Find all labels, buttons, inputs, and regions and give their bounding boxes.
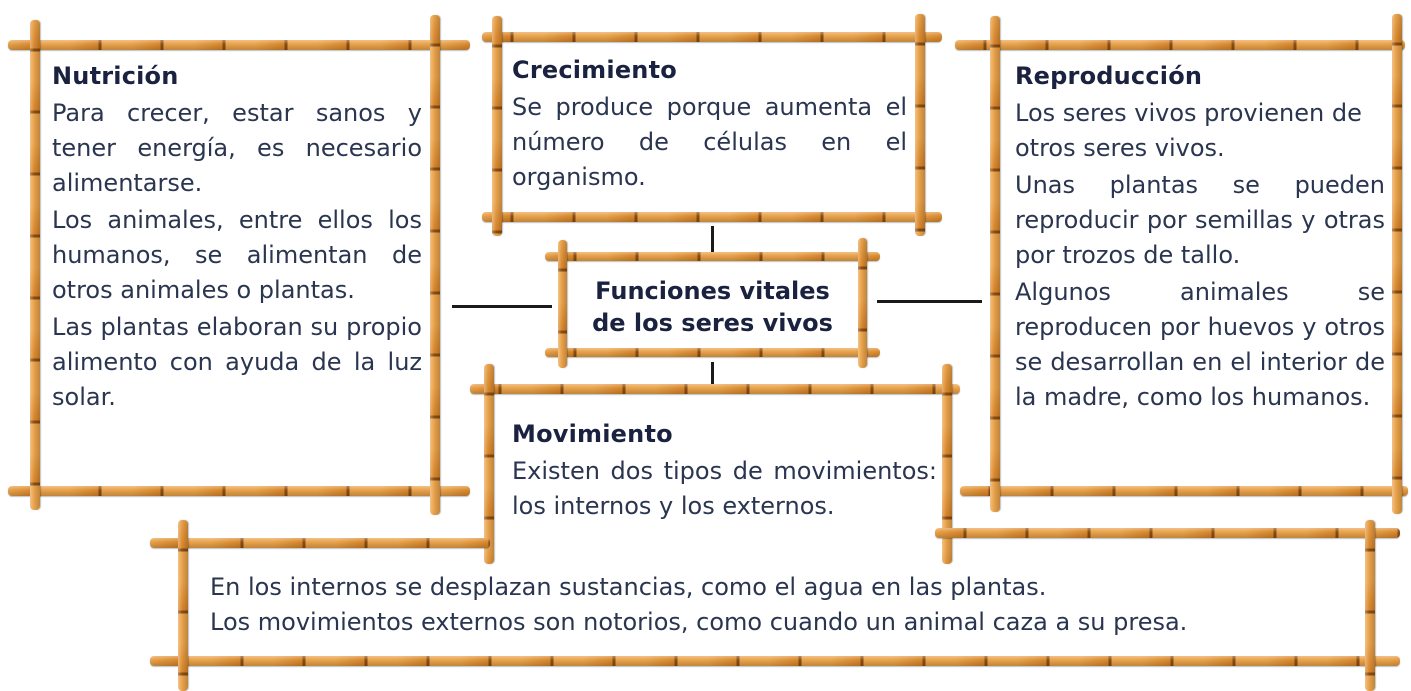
bamboo-bottom bbox=[150, 656, 1400, 666]
bamboo-top bbox=[8, 40, 470, 50]
bamboo-top bbox=[955, 40, 1405, 50]
reproduccion-title: Reproducción bbox=[1015, 62, 1203, 90]
nutricion-title: Nutrición bbox=[52, 62, 179, 90]
nutricion-box: Nutrición Para crecer, estar sanos y ten… bbox=[52, 62, 422, 417]
movimiento-title: Movimiento bbox=[512, 420, 673, 448]
center-title-line-2: de los seres vivos bbox=[592, 309, 833, 337]
bamboo-left bbox=[30, 20, 40, 510]
bamboo-right bbox=[858, 238, 867, 368]
bamboo-left bbox=[178, 520, 188, 691]
center-box: Funciones vitales de los seres vivos bbox=[570, 275, 855, 339]
connector-top bbox=[711, 226, 714, 256]
bamboo-top bbox=[470, 384, 960, 394]
bamboo-top-left bbox=[150, 538, 490, 548]
bamboo-bottom bbox=[960, 486, 1408, 496]
center-title-line-1: Funciones vitales bbox=[595, 277, 830, 305]
movimiento-paragraph-1: Existen dos tipos de movimientos: los in… bbox=[512, 457, 937, 520]
bamboo-top-right bbox=[935, 528, 1400, 538]
connector-bottom bbox=[711, 362, 714, 390]
bamboo-top bbox=[482, 32, 942, 42]
bamboo-left bbox=[492, 16, 502, 236]
reproduccion-box: Reproducción Los seres vivos provienen d… bbox=[1015, 62, 1385, 417]
bamboo-top bbox=[545, 252, 880, 261]
bamboo-right bbox=[915, 14, 925, 236]
nutricion-paragraph-3: Las plantas elaboran su propio alimento … bbox=[52, 313, 422, 411]
bamboo-right bbox=[942, 364, 952, 564]
nutricion-paragraph-1: Para crecer, estar sanos y tener energía… bbox=[52, 99, 422, 197]
nutricion-paragraph-2: Los animales, entre ellos los humanos, s… bbox=[52, 206, 422, 304]
movimiento-detail-line-2: Los movimientos externos son notorios, c… bbox=[210, 608, 1188, 636]
reproduccion-paragraph-3: Algunos animales se reproducen por huevo… bbox=[1015, 278, 1385, 411]
connector-left bbox=[452, 305, 552, 308]
bamboo-right bbox=[1392, 14, 1402, 514]
bamboo-bottom bbox=[482, 212, 942, 222]
bamboo-bottom bbox=[8, 486, 470, 496]
bamboo-left bbox=[484, 364, 494, 564]
connector-right bbox=[877, 300, 982, 303]
bamboo-left bbox=[990, 16, 1000, 512]
bamboo-right bbox=[1365, 520, 1375, 691]
reproduccion-paragraph-1: Los seres vivos provienen de otros seres… bbox=[1015, 99, 1362, 162]
reproduccion-paragraph-2: Unas plantas se pueden reproducir por se… bbox=[1015, 171, 1385, 269]
bamboo-bottom bbox=[545, 348, 880, 357]
bamboo-left bbox=[558, 240, 567, 368]
crecimiento-title: Crecimiento bbox=[512, 56, 677, 84]
movimiento-detail-line-1: En los internos se desplazan sustancias,… bbox=[210, 573, 1047, 601]
bamboo-right bbox=[430, 15, 440, 515]
crecimiento-paragraph-1: Se produce porque aumenta el número de c… bbox=[512, 93, 907, 191]
crecimiento-box: Crecimiento Se produce porque aumenta el… bbox=[512, 56, 907, 195]
movimiento-box: Movimiento Existen dos tipos de movimien… bbox=[512, 420, 937, 524]
movimiento-detail-box: En los internos se desplazan sustancias,… bbox=[210, 570, 1360, 640]
